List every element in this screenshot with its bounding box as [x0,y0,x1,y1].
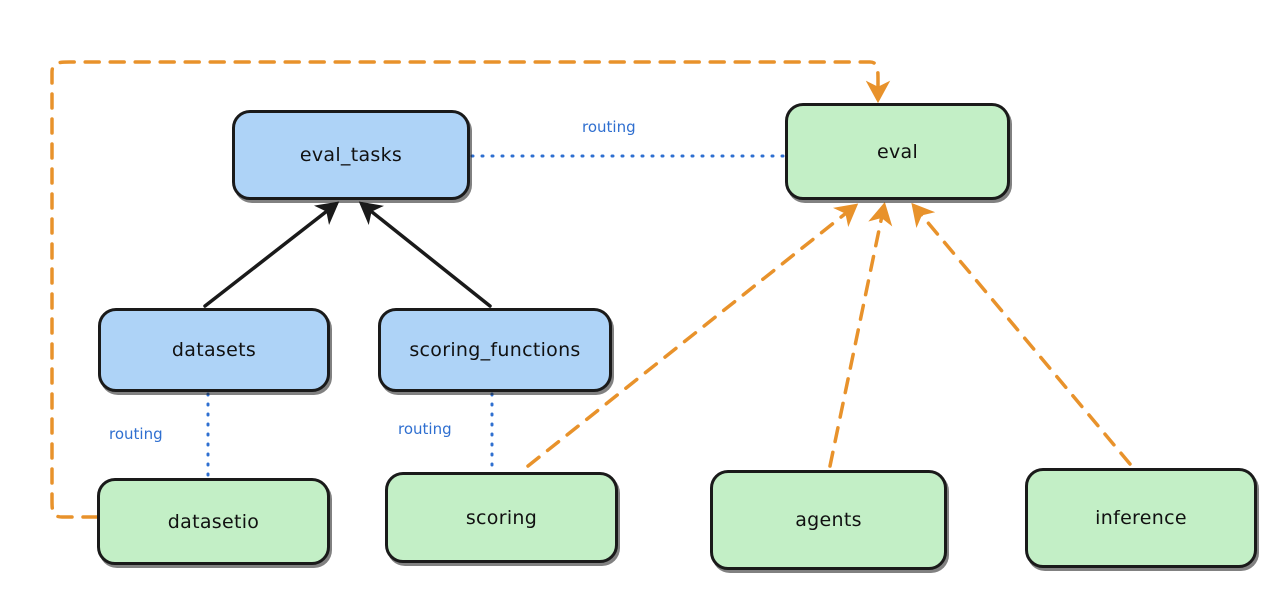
node-label-inference: inference [1095,507,1187,529]
node-datasets[interactable]: datasets [98,308,330,392]
edge-inference-to-eval [911,202,1132,466]
node-label-agents: agents [795,509,862,531]
node-label-datasets: datasets [171,339,257,361]
node-scoring[interactable]: scoring [385,472,618,563]
node-label-eval: eval [876,140,919,163]
edge-label-eval_tasks-to-eval: routing [582,118,636,136]
edge-agents-to-eval [828,202,893,468]
edge-label-scoring_functions-to-scoring: routing [398,420,452,438]
node-label-eval_tasks: eval_tasks [299,144,403,166]
edge-label-datasets-to-datasetio: routing [109,425,163,443]
node-inference[interactable]: inference [1025,468,1257,568]
node-label-scoring: scoring [465,506,538,529]
node-label-datasetio: datasetio [167,510,260,533]
edge-datasets-to-eval_tasks [203,201,340,308]
node-datasetio[interactable]: datasetio [97,478,330,565]
node-agents[interactable]: agents [710,470,947,570]
node-scoring_functions[interactable]: scoring_functions [378,308,612,392]
node-eval_tasks[interactable]: eval_tasks [232,110,470,200]
node-eval[interactable]: eval [785,103,1010,200]
edge-scoring_functions-to-eval_tasks [358,201,492,308]
node-label-scoring_functions: scoring_functions [409,339,581,361]
